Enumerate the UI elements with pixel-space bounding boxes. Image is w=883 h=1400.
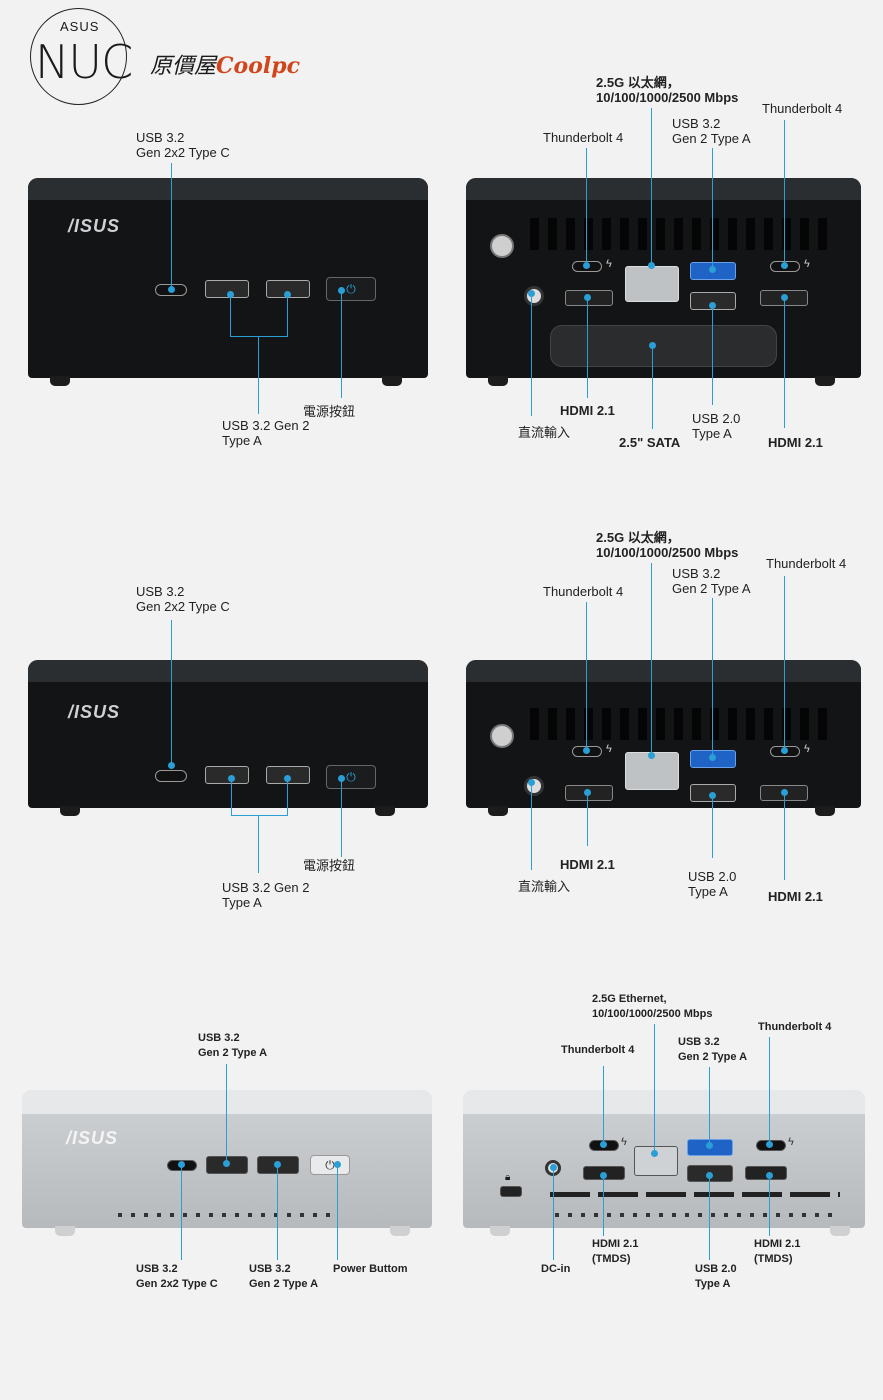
label-power: 電源按鈕 — [303, 404, 356, 419]
label-tb-left: Thunderbolt 4 — [561, 1044, 635, 1056]
coolpc-logo-chinese: 原價屋 — [150, 54, 217, 79]
dc-in-jack — [524, 776, 544, 796]
thunderbolt-icon: ϟ — [804, 743, 810, 755]
label-power: 電源按鈕 — [303, 858, 356, 873]
label-hdmi-right: HDMI 2.1 (TMDS) — [754, 1238, 801, 1265]
label-tb-right: Thunderbolt 4 — [762, 101, 843, 116]
label-hdmi-right: HDMI 2.1 — [768, 889, 823, 904]
device-brand-logo: /ISUS — [68, 702, 121, 722]
coolpc-logo: 原價屋Coolpc — [150, 48, 300, 80]
label-usb-a: USB 3.2 Gen 2 Type A — [222, 418, 310, 448]
label-dc-in: 直流輸入 — [518, 425, 571, 440]
thunderbolt-icon: ϟ — [788, 1136, 794, 1148]
usb-2-port — [690, 292, 736, 310]
label-usb-c: USB 3.2 Gen 2x2 Type C — [136, 584, 230, 614]
label-usb32: USB 3.2 Gen 2 Type A — [672, 116, 751, 146]
label-usb20: USB 2.0 Type A — [688, 869, 737, 899]
label-usb-c: USB 3.2 Gen 2x2 Type C — [136, 1263, 218, 1290]
power-button: ⏻ — [326, 765, 376, 789]
label-tb-left: Thunderbolt 4 — [543, 584, 624, 599]
kensington-lock-icon: 🔒︎ — [505, 1172, 511, 1183]
ethernet-port — [625, 266, 679, 302]
dc-in-jack — [524, 286, 544, 306]
label-usb-a: USB 3.2 Gen 2 Type A — [222, 880, 310, 910]
asus-nuc-logo-ring — [30, 8, 127, 105]
coolpc-logo-rest: oolpc — [233, 53, 301, 79]
label-hdmi-left: HDMI 2.1 — [560, 857, 615, 872]
usb-a-port — [205, 280, 249, 298]
label-power: Power Buttom — [333, 1263, 408, 1275]
label-hdmi-right: HDMI 2.1 — [768, 435, 823, 450]
thunderbolt-icon: ϟ — [621, 1136, 627, 1148]
label-tb-left: Thunderbolt 4 — [543, 130, 624, 145]
kensington-lock-slot — [500, 1186, 522, 1197]
label-ethernet: 2.5G 以太網， 10/100/1000/2500 Mbps — [596, 530, 739, 560]
coolpc-logo-c: C — [216, 53, 234, 79]
thunderbolt-icon: ϟ — [804, 258, 810, 270]
label-ethernet: 2.5G 以太網， 10/100/1000/2500 Mbps — [596, 75, 739, 105]
label-ethernet: 2.5G Ethernet, 10/100/1000/2500 Mbps — [592, 993, 713, 1020]
label-hdmi-left: HDMI 2.1 — [560, 403, 615, 418]
sata-bay — [550, 325, 777, 367]
asus-nuc-logo-asus: ASUS — [60, 19, 100, 34]
label-usb20: USB 2.0 Type A — [695, 1263, 737, 1290]
label-usb20: USB 2.0 Type A — [692, 411, 741, 441]
label-sata: 2.5" SATA — [619, 435, 681, 450]
label-usb-a-bottom: USB 3.2 Gen 2 Type A — [249, 1263, 319, 1290]
label-tb-right: Thunderbolt 4 — [766, 556, 847, 571]
label-dc-in: 直流輸入 — [518, 879, 571, 894]
power-button: ⏻ — [326, 277, 376, 301]
device-brand-logo: /ISUS — [68, 216, 121, 236]
label-hdmi-left: HDMI 2.1 (TMDS) — [592, 1238, 639, 1265]
device-brand-logo: /ISUS — [66, 1128, 119, 1148]
usb-c-port — [155, 770, 187, 782]
usb-a-port — [205, 766, 249, 784]
label-usb32: USB 3.2 Gen 2 Type A — [678, 1036, 748, 1063]
label-dc-in: DC-in — [541, 1263, 571, 1275]
power-icon: ⏻ — [325, 1158, 335, 1172]
label-usb-c: USB 3.2 Gen 2x2 Type C — [136, 130, 230, 160]
asus-nuc-logo-nuc: NUC — [35, 35, 133, 89]
power-icon: ⏻ — [346, 770, 356, 784]
label-usb32: USB 3.2 Gen 2 Type A — [672, 566, 751, 596]
power-button: ⏻ — [310, 1155, 350, 1175]
thunderbolt-icon: ϟ — [606, 743, 612, 755]
thunderbolt-icon: ϟ — [606, 258, 612, 270]
label-tb-right: Thunderbolt 4 — [758, 1021, 832, 1033]
power-icon: ⏻ — [346, 282, 356, 296]
label-usb-a-top: USB 3.2 Gen 2 Type A — [198, 1032, 268, 1059]
